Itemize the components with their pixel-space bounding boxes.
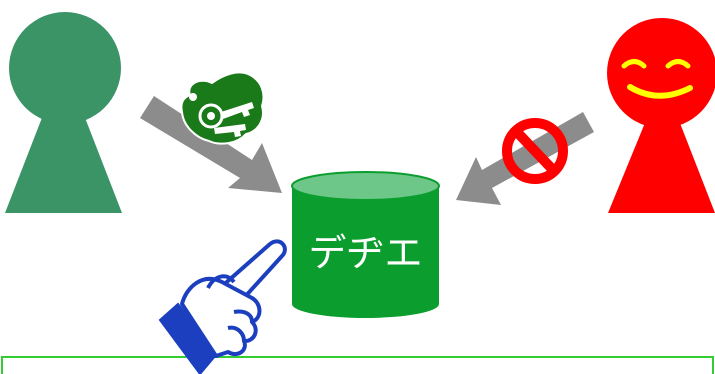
- prohibited-icon: [502, 118, 568, 184]
- allowed-arrow: [140, 96, 282, 193]
- key-tag-icon: [180, 71, 265, 145]
- pointing-hand-icon: [158, 239, 287, 374]
- database-label: デヂエ: [308, 231, 422, 275]
- attacker-person-icon: [607, 18, 715, 213]
- legit-user-icon: [5, 12, 122, 213]
- database-cylinder-icon: デヂエ: [291, 171, 440, 318]
- bottom-frame: [1, 356, 714, 374]
